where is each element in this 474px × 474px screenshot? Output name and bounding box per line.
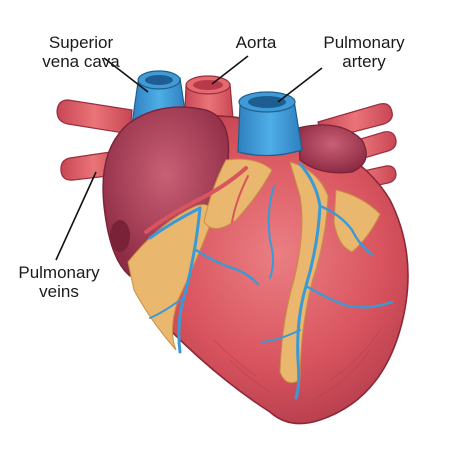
label-pulmonary-veins-line2: veins [39,282,79,301]
label-pulmonary-artery: Pulmonary artery [312,33,416,71]
left-atrial-appendage [297,124,367,174]
coronary-fat [127,158,381,384]
pulmonary-artery-vessel [237,91,303,157]
leader-pv [55,171,97,261]
coronary-vessels [144,162,394,400]
label-aorta-line1: Aorta [235,33,277,52]
label-pulmonary-artery-line1: Pulmonary [323,33,405,52]
leader-svc [103,57,149,93]
label-superior-vena-cava-line2: vena cava [42,52,120,71]
leader-lines [55,55,323,261]
label-superior-vena-cava-line1: Superior [48,33,114,52]
label-pulmonary-veins: Pulmonary veins [6,263,112,301]
atrium-opening [110,220,130,252]
label-pulmonary-veins-line1: Pulmonary [18,263,100,282]
leader-aorta [211,55,249,85]
label-aorta: Aorta [226,33,286,52]
label-pulmonary-artery-line2: artery [342,52,386,71]
leader-pa [277,67,323,103]
muscle-striations [213,329,381,399]
label-superior-vena-cava: Superior vena cava [28,33,134,71]
